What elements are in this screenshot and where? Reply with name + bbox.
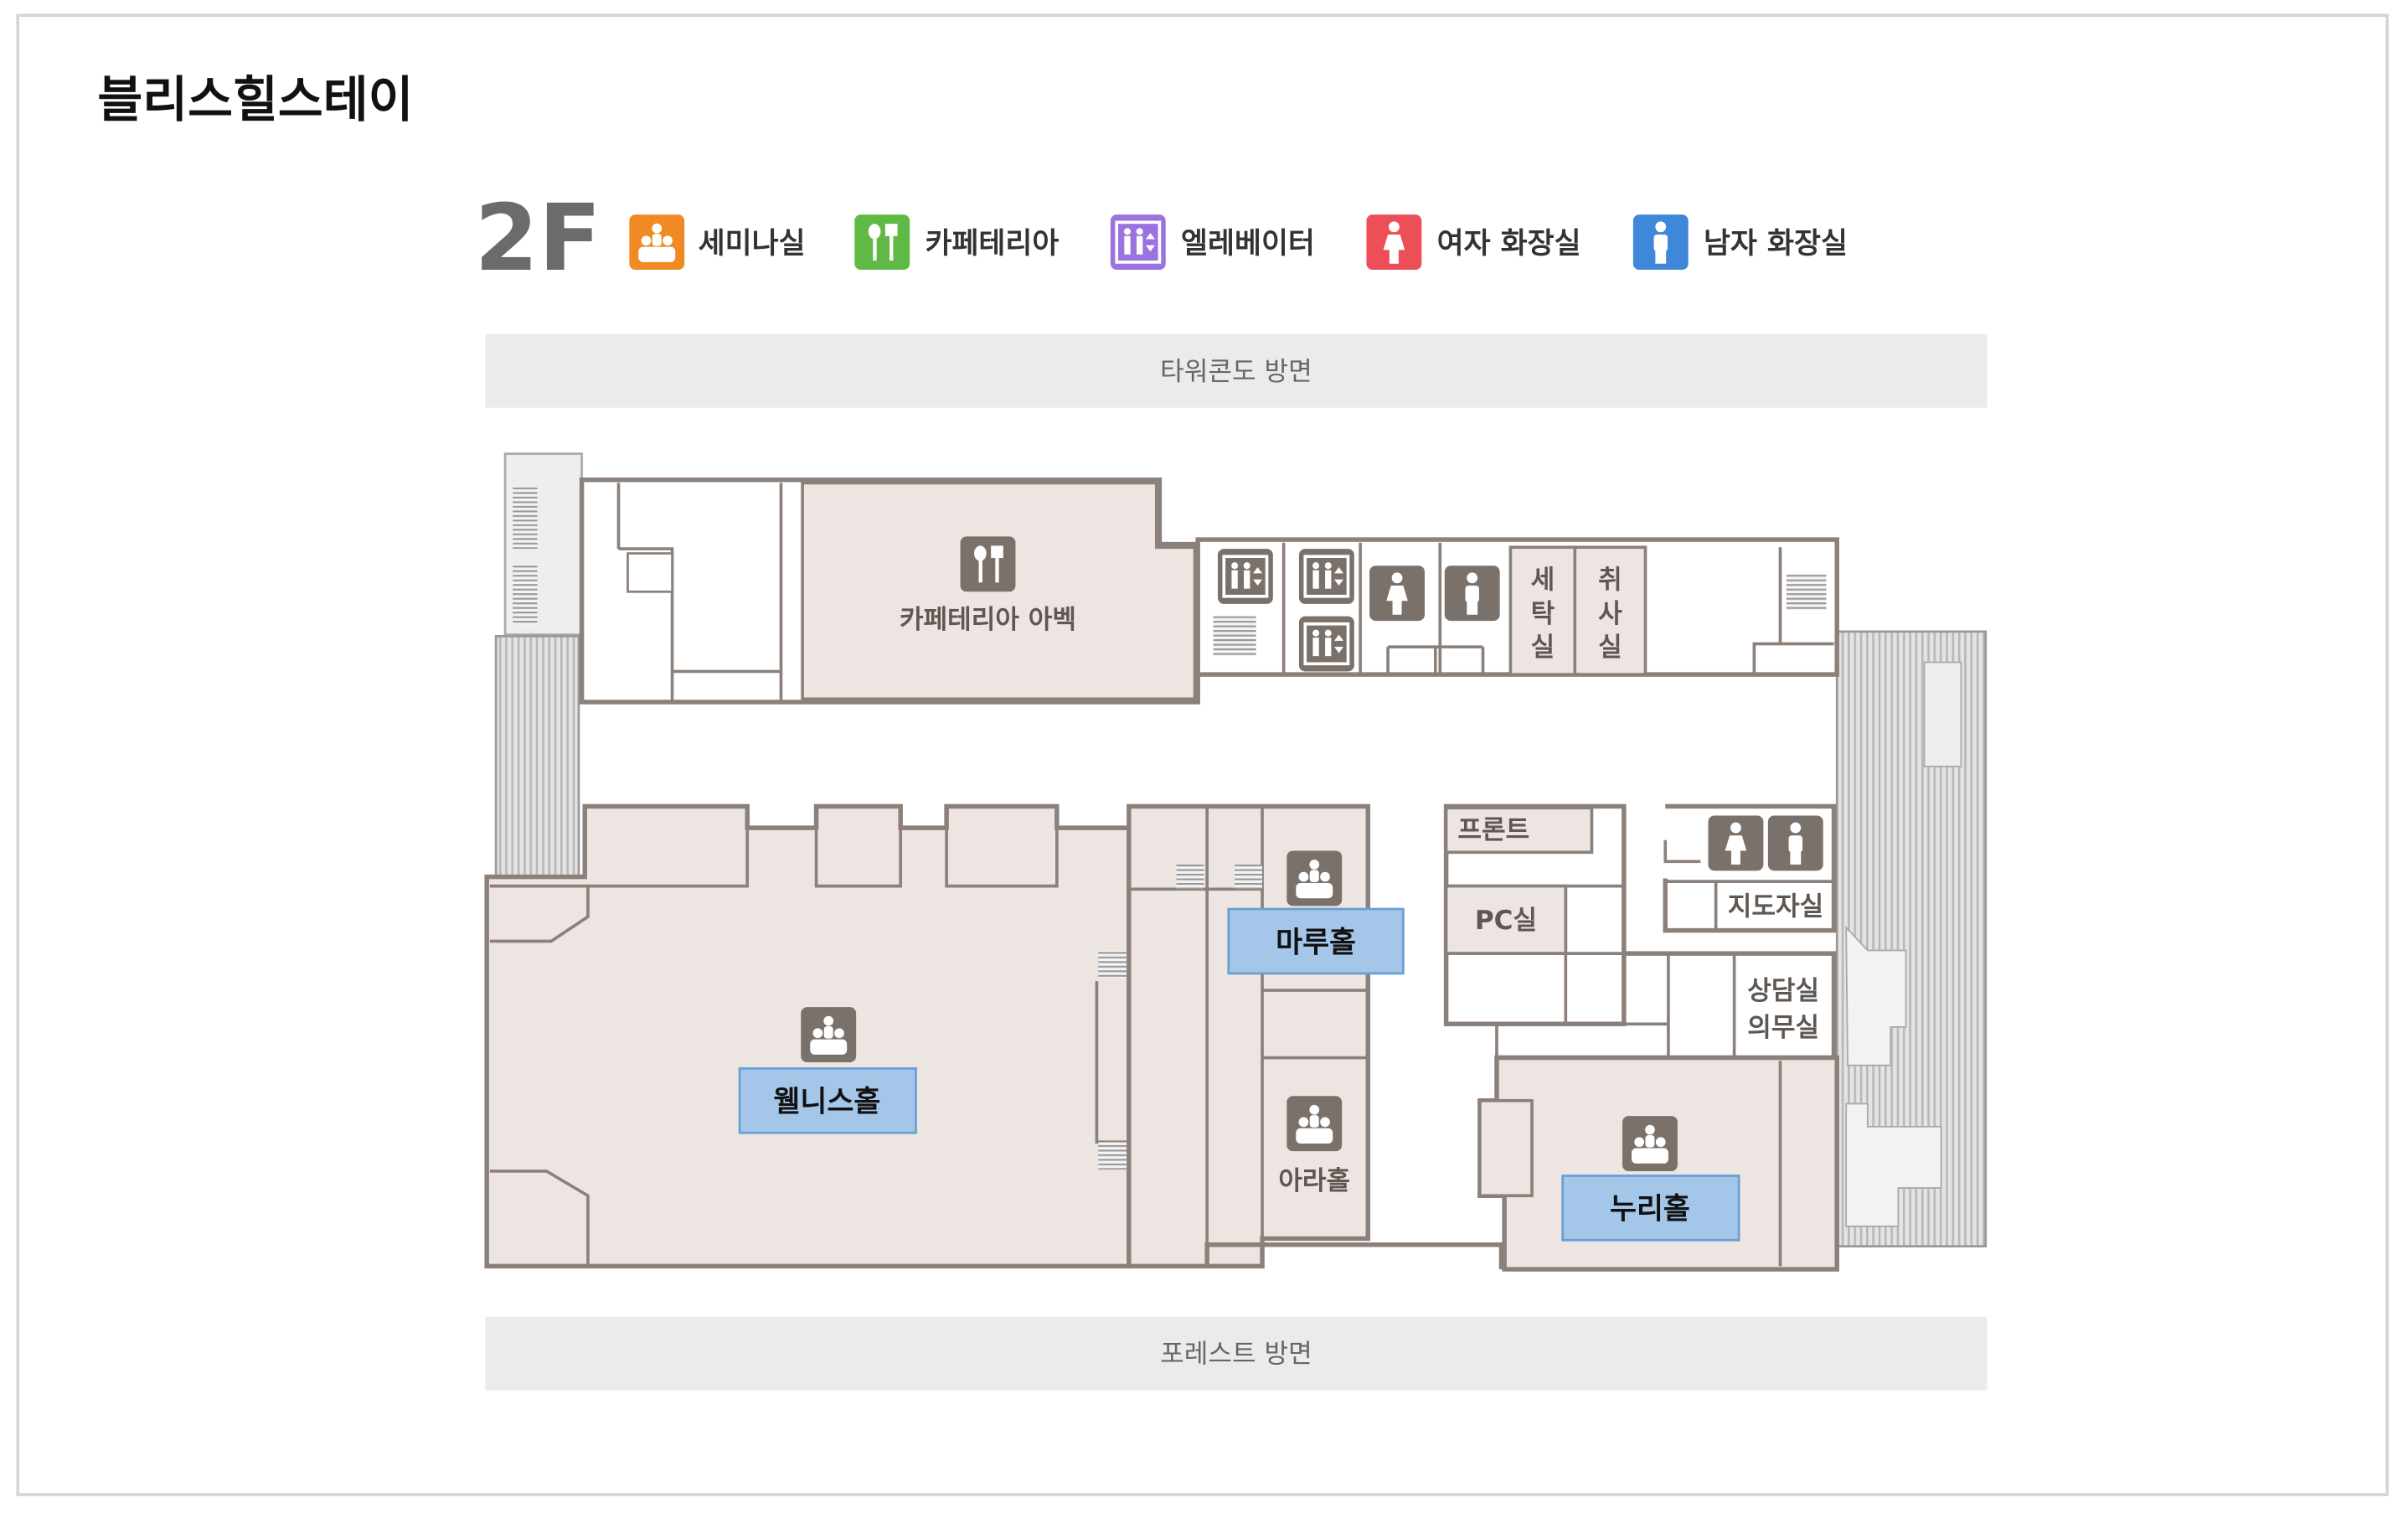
hall-label-maru[interactable] — [1227, 907, 1405, 975]
cafeteria-icon — [854, 214, 910, 271]
legend-item-cafeteria: 카페테리아 — [854, 214, 1059, 271]
legend-item-female-toilet: 여자 화장실 — [1366, 214, 1581, 271]
male-toilet-icon — [1444, 565, 1500, 622]
direction-bottom-label: 포레스트 방면 — [1160, 1340, 1312, 1370]
elevator-icon — [1297, 547, 1356, 606]
seminar-icon — [801, 1007, 857, 1063]
elevator-icon — [1109, 213, 1168, 271]
seminar-icon — [1287, 1096, 1343, 1152]
female-toilet-icon — [1369, 565, 1425, 622]
room-label-pc: PC실 — [1475, 906, 1537, 936]
room-label-wellness: 웰니스홀 — [773, 1086, 880, 1119]
direction-banner-bottom — [485, 1316, 1988, 1391]
female-toilet-icon — [1708, 815, 1764, 871]
legend-label: 엘레베이터 — [1181, 227, 1315, 261]
room-label-medical: 의무실 — [1747, 1013, 1819, 1043]
room-label-instructor: 지도자실 — [1728, 891, 1823, 922]
legend-label: 세미나실 — [699, 227, 806, 261]
elevator-icon — [1297, 614, 1356, 674]
page-title: 블리스힐스테이 — [97, 71, 413, 128]
male-toilet-icon — [1632, 214, 1689, 271]
seminar-icon — [1287, 850, 1343, 906]
seminar-icon — [1622, 1116, 1678, 1171]
direction-banner-top — [485, 333, 1988, 408]
female-toilet-icon — [1366, 214, 1422, 271]
male-toilet-icon — [1767, 815, 1823, 871]
room-label-front: 프론트 — [1457, 815, 1529, 845]
legend-item-male-toilet: 남자 화장실 — [1632, 214, 1848, 271]
legend-item-elevator: 엘레베이터 — [1109, 213, 1315, 271]
hall-label-nuri[interactable] — [1561, 1175, 1740, 1242]
floor-label: 2F — [475, 184, 601, 292]
legend-item-seminar: 세미나실 — [629, 214, 806, 271]
legend-label: 여자 화장실 — [1437, 227, 1581, 261]
cafeteria-icon — [960, 536, 1016, 592]
room-label-ara: 아라홀 — [1278, 1166, 1350, 1196]
room-label-cafeteria: 카페테리아 아벡 — [900, 605, 1076, 635]
direction-top-label: 타워콘도 방면 — [1160, 357, 1312, 387]
elevator-icon — [1216, 547, 1275, 606]
room-label-maru: 마루홀 — [1276, 926, 1356, 959]
seminar-icon — [629, 214, 685, 271]
legend-label: 카페테리아 — [925, 227, 1059, 261]
hall-label-wellness[interactable] — [738, 1066, 917, 1134]
legend-label: 남자 화장실 — [1704, 227, 1848, 261]
room-label-counsel: 상담실 — [1747, 976, 1819, 1006]
room-label-nuri: 누리홀 — [1610, 1193, 1690, 1226]
